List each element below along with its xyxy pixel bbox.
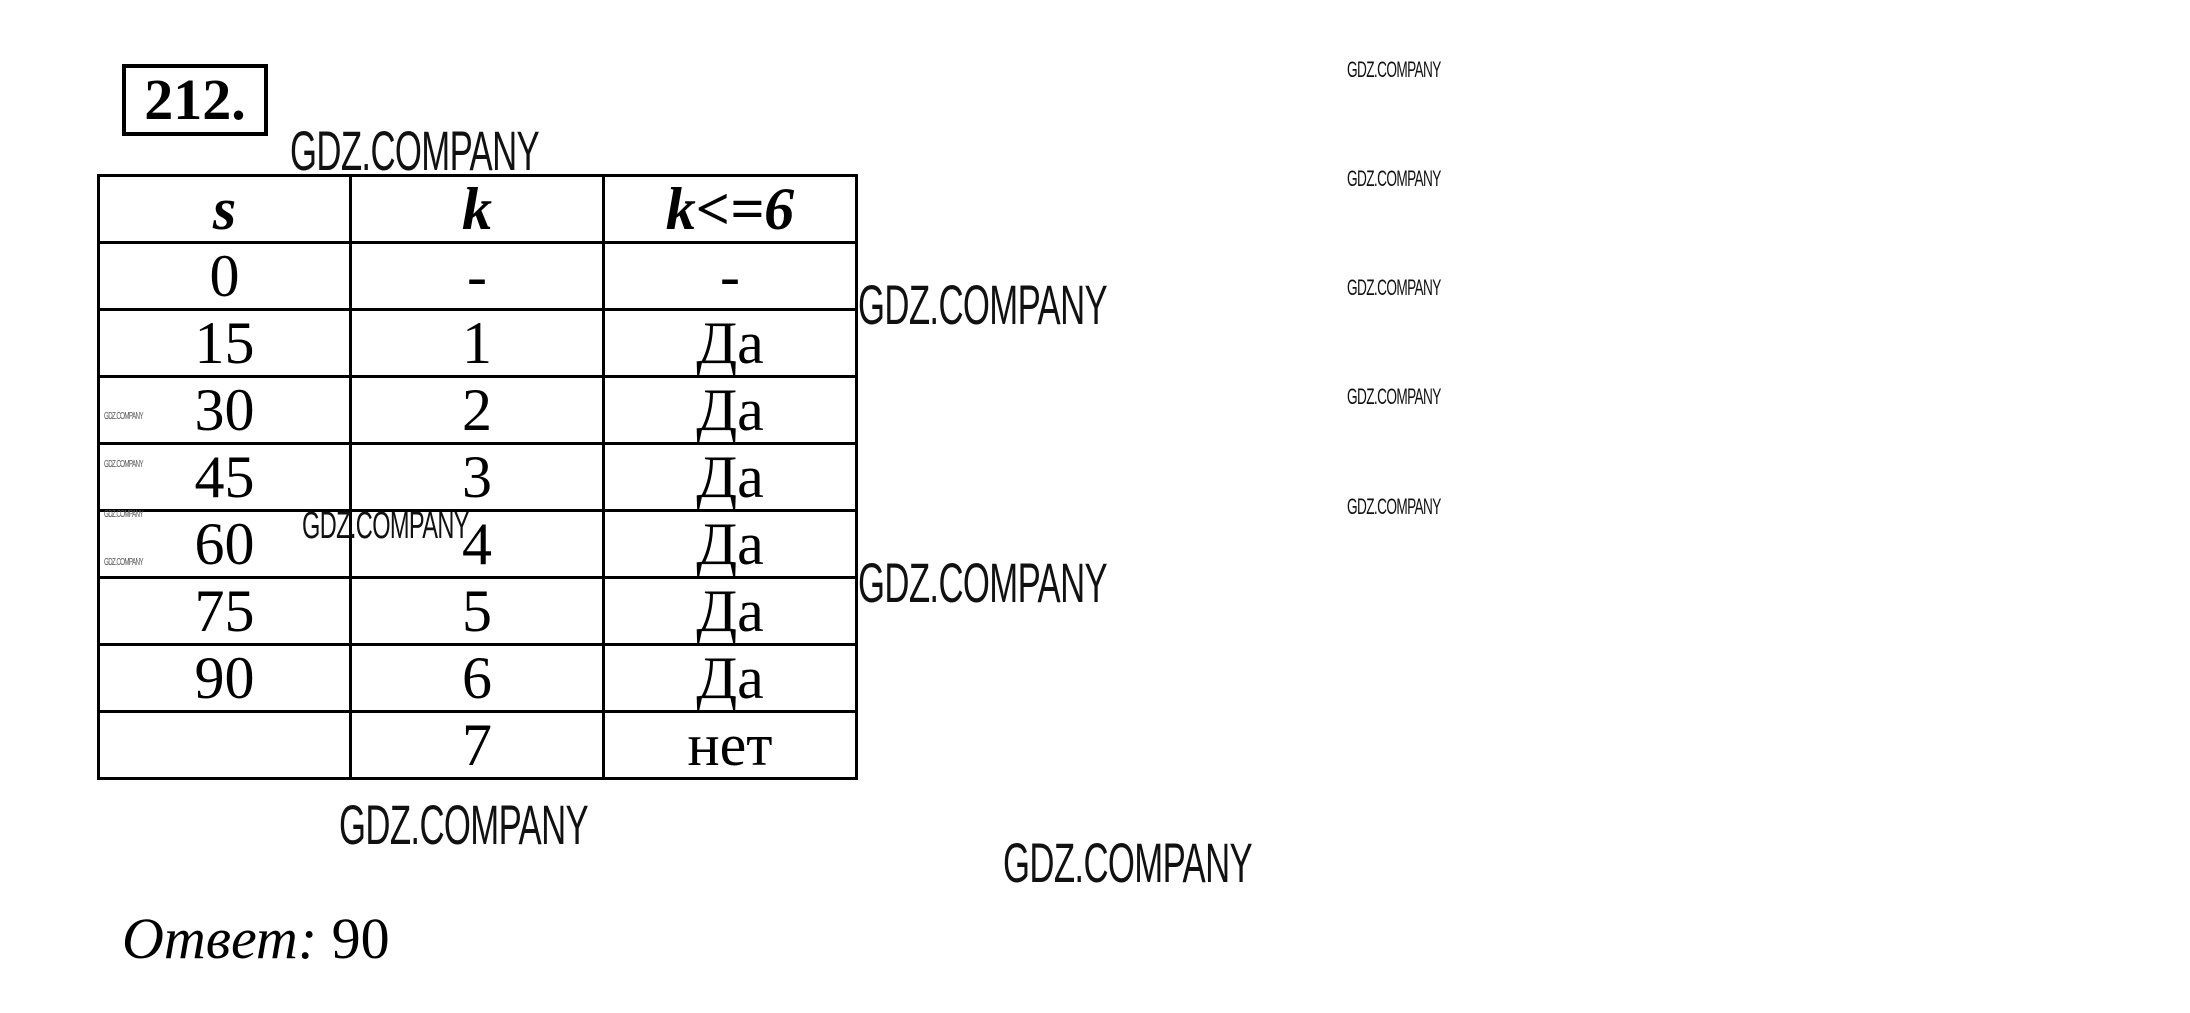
watermark: GDZ.COMPANY (858, 551, 1108, 614)
watermark: GDZ.COMPANY (104, 557, 144, 568)
cell-s: 90 (97, 643, 352, 713)
answer-label: Ответ: (122, 906, 318, 971)
cell-k: 7 (349, 710, 605, 780)
watermark: GDZ.COMPANY (1347, 166, 1441, 191)
watermark: GDZ.COMPANY (1347, 494, 1441, 519)
header-k: k (349, 174, 605, 244)
cell-k: 5 (349, 576, 605, 646)
cell-condition: Да (602, 643, 858, 713)
cell-condition: Да (602, 375, 858, 445)
cell-condition: Да (602, 509, 858, 579)
cell-s: 30 (97, 375, 352, 445)
cell-condition: - (602, 241, 858, 311)
watermark: GDZ.COMPANY (339, 793, 589, 856)
header-s: s (97, 174, 352, 244)
cell-s: 45 (97, 442, 352, 512)
exercise-number: 212. (122, 64, 268, 136)
cell-condition: Да (602, 442, 858, 512)
watermark: GDZ.COMPANY (302, 505, 469, 547)
table-row: 0-- (97, 241, 858, 311)
watermark: GDZ.COMPANY (1347, 384, 1441, 409)
cell-k: 6 (349, 643, 605, 713)
header-condition: k<=6 (602, 174, 858, 244)
table-header-row: s k k<=6 (97, 174, 858, 244)
cell-s: 0 (97, 241, 352, 311)
answer-value: 90 (331, 906, 390, 971)
cell-k: 4 (349, 509, 605, 579)
cell-s: 15 (97, 308, 352, 378)
watermark: GDZ.COMPANY (858, 273, 1108, 336)
watermark: GDZ.COMPANY (290, 119, 540, 182)
cell-condition: Да (602, 576, 858, 646)
cell-condition: Да (602, 308, 858, 378)
cell-k: 1 (349, 308, 605, 378)
watermark: GDZ.COMPANY (1003, 831, 1253, 894)
watermark: GDZ.COMPANY (104, 509, 144, 520)
cell-s: 75 (97, 576, 352, 646)
cell-condition: нет (602, 710, 858, 780)
watermark: GDZ.COMPANY (104, 459, 144, 470)
watermark: GDZ.COMPANY (1347, 57, 1441, 82)
cell-k: - (349, 241, 605, 311)
cell-k: 2 (349, 375, 605, 445)
watermark: GDZ.COMPANY (1347, 275, 1441, 300)
answer: Ответ: 90 (122, 905, 390, 972)
cell-s: 60 (97, 509, 352, 579)
cell-k: 3 (349, 442, 605, 512)
watermark: GDZ.COMPANY (104, 411, 144, 422)
cell-s (97, 710, 352, 780)
